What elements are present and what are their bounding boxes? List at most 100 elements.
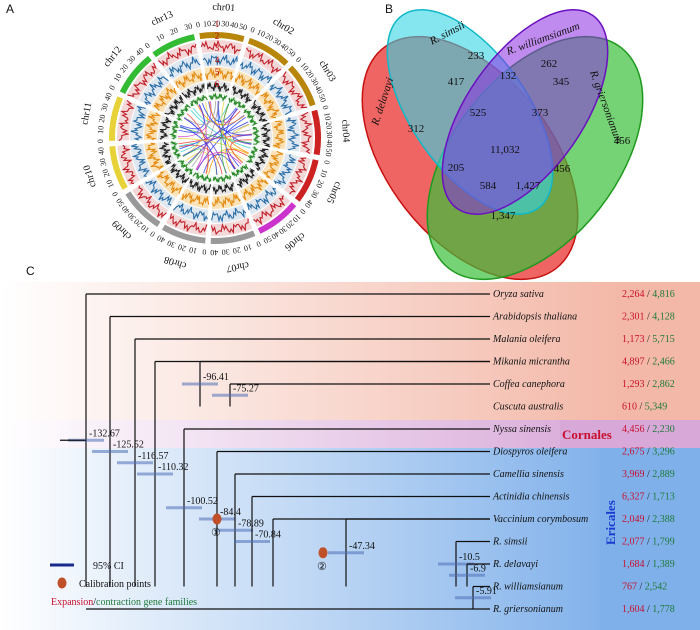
tick-label: 10 [104, 178, 115, 189]
gene-family-counts: 2,301 / 4,128 [622, 312, 675, 323]
tick-label: 40 [313, 84, 325, 95]
node-age: -70.84 [255, 530, 281, 541]
gene-family-counts: 4,456 / 2,230 [622, 424, 675, 435]
chromosome-label: chr04 [339, 119, 351, 142]
track-line [145, 142, 164, 171]
background-ericales [0, 448, 620, 630]
species-label: R. delavayi [492, 559, 538, 570]
track-line [169, 163, 190, 184]
synteny-link [191, 101, 220, 168]
contraction-count: 2,889 [652, 469, 675, 480]
tick-label: 30 [309, 188, 321, 199]
chromosome-band [287, 65, 316, 107]
venn-count: 456 [614, 135, 631, 147]
synteny-link [184, 100, 217, 126]
chromosome-label: chr01 [212, 2, 235, 15]
legend-calibration-label: Calibration points [79, 579, 151, 590]
node-age: -75.27 [233, 383, 259, 394]
tick-label: 10 [203, 19, 212, 29]
count-separator: / [645, 537, 653, 548]
tick-label: 10 [96, 126, 106, 135]
contraction-count: 2,862 [652, 379, 675, 390]
venn-diagram: R. simsii R. williamsianum R. griersonia… [361, 9, 644, 281]
track-number: 5 [215, 67, 220, 77]
track-line [181, 83, 205, 99]
tick-label: 20 [177, 242, 187, 253]
track-line [168, 56, 201, 78]
chromosome-band [109, 96, 124, 141]
track-line [192, 172, 212, 183]
gene-family-counts: 2,264 / 4,816 [622, 289, 675, 300]
branches: -132.67-125.52-116.57-110.32-96.41-75.27… [60, 293, 497, 610]
tick-label: 0 [321, 104, 331, 110]
track-band [130, 104, 149, 141]
tick-label: 0 [143, 41, 152, 51]
tick-label: 30 [125, 54, 137, 66]
tick-label: 20 [284, 218, 296, 230]
expansion-count: 3,969 [622, 469, 645, 480]
tick-label: 50 [114, 197, 126, 209]
tick-label: 30 [221, 19, 230, 29]
track-line [200, 39, 241, 55]
contraction-count: 5,715 [652, 334, 675, 345]
chromosome-band [152, 34, 196, 58]
track-line [262, 150, 284, 179]
gene-family-counts: 6,327 / 1,713 [622, 492, 675, 503]
count-separator: / [645, 357, 653, 368]
synteny-link [201, 103, 252, 136]
tick-label: 50 [324, 148, 334, 157]
node-age: -47.34 [349, 541, 375, 552]
gene-family-counts: 4,897 / 2,466 [622, 357, 675, 368]
venn-set-r-williamsianum [441, 9, 609, 215]
synteny-link [178, 117, 199, 133]
track-line [118, 99, 135, 142]
species-label: Mikania micrantha [492, 357, 570, 368]
synteny-link [227, 148, 248, 169]
synteny-link [208, 101, 249, 154]
track-line [232, 85, 252, 104]
expansion-count: 2,301 [622, 312, 645, 323]
species-label: Cuscuta australis [493, 402, 563, 413]
count-separator: / [645, 289, 653, 300]
chromosome-label: chr10 [82, 164, 99, 189]
tick-label: 10 [318, 168, 329, 178]
contraction-count: 1,799 [652, 537, 675, 548]
synteny-link [187, 108, 239, 164]
expansion-count: 1,684 [622, 559, 645, 570]
expansion-count: 1,604 [622, 604, 645, 615]
species-label: Actinidia chinensis [492, 492, 569, 503]
species-label: Camellia sinensis [493, 469, 564, 480]
tick-label: 20 [97, 114, 107, 123]
species-label: Malania oleifera [492, 334, 561, 345]
contraction-count: 2,542 [645, 582, 668, 593]
track-line [120, 144, 136, 184]
node-age: -84.4 [220, 507, 241, 518]
track-line [169, 213, 208, 233]
track-line [208, 92, 228, 103]
gene-family-counts: 1,604 / 1,778 [622, 604, 675, 615]
chromosome-band [210, 230, 256, 244]
tree-legend: 95% CI Calibration points Expansion/cont… [50, 561, 197, 608]
tick-label: 30 [166, 238, 177, 249]
track-line [202, 54, 238, 67]
tick-label: 10 [155, 32, 166, 44]
gene-family-counts: 1,684 / 1,389 [622, 559, 675, 570]
count-separator: / [645, 469, 653, 480]
node-age: -110.32 [158, 462, 188, 473]
tick-label: 20 [132, 217, 144, 229]
track-line [175, 70, 203, 88]
track-line [251, 126, 261, 145]
tick-label: 30 [277, 224, 289, 236]
synteny-link [190, 109, 251, 149]
tick-label: 40 [210, 248, 218, 257]
tick-label: 0 [195, 20, 200, 29]
track-line [235, 73, 260, 96]
background-outgroups [0, 282, 620, 420]
tick-label: 10 [322, 112, 332, 122]
tick-label: 20 [324, 121, 334, 130]
expansion-count: 2,049 [622, 514, 645, 525]
track-line [145, 180, 172, 206]
track-line [172, 203, 208, 222]
gene-family-counts: 2,077 / 1,799 [622, 537, 675, 548]
tick-label: 10 [299, 61, 311, 73]
